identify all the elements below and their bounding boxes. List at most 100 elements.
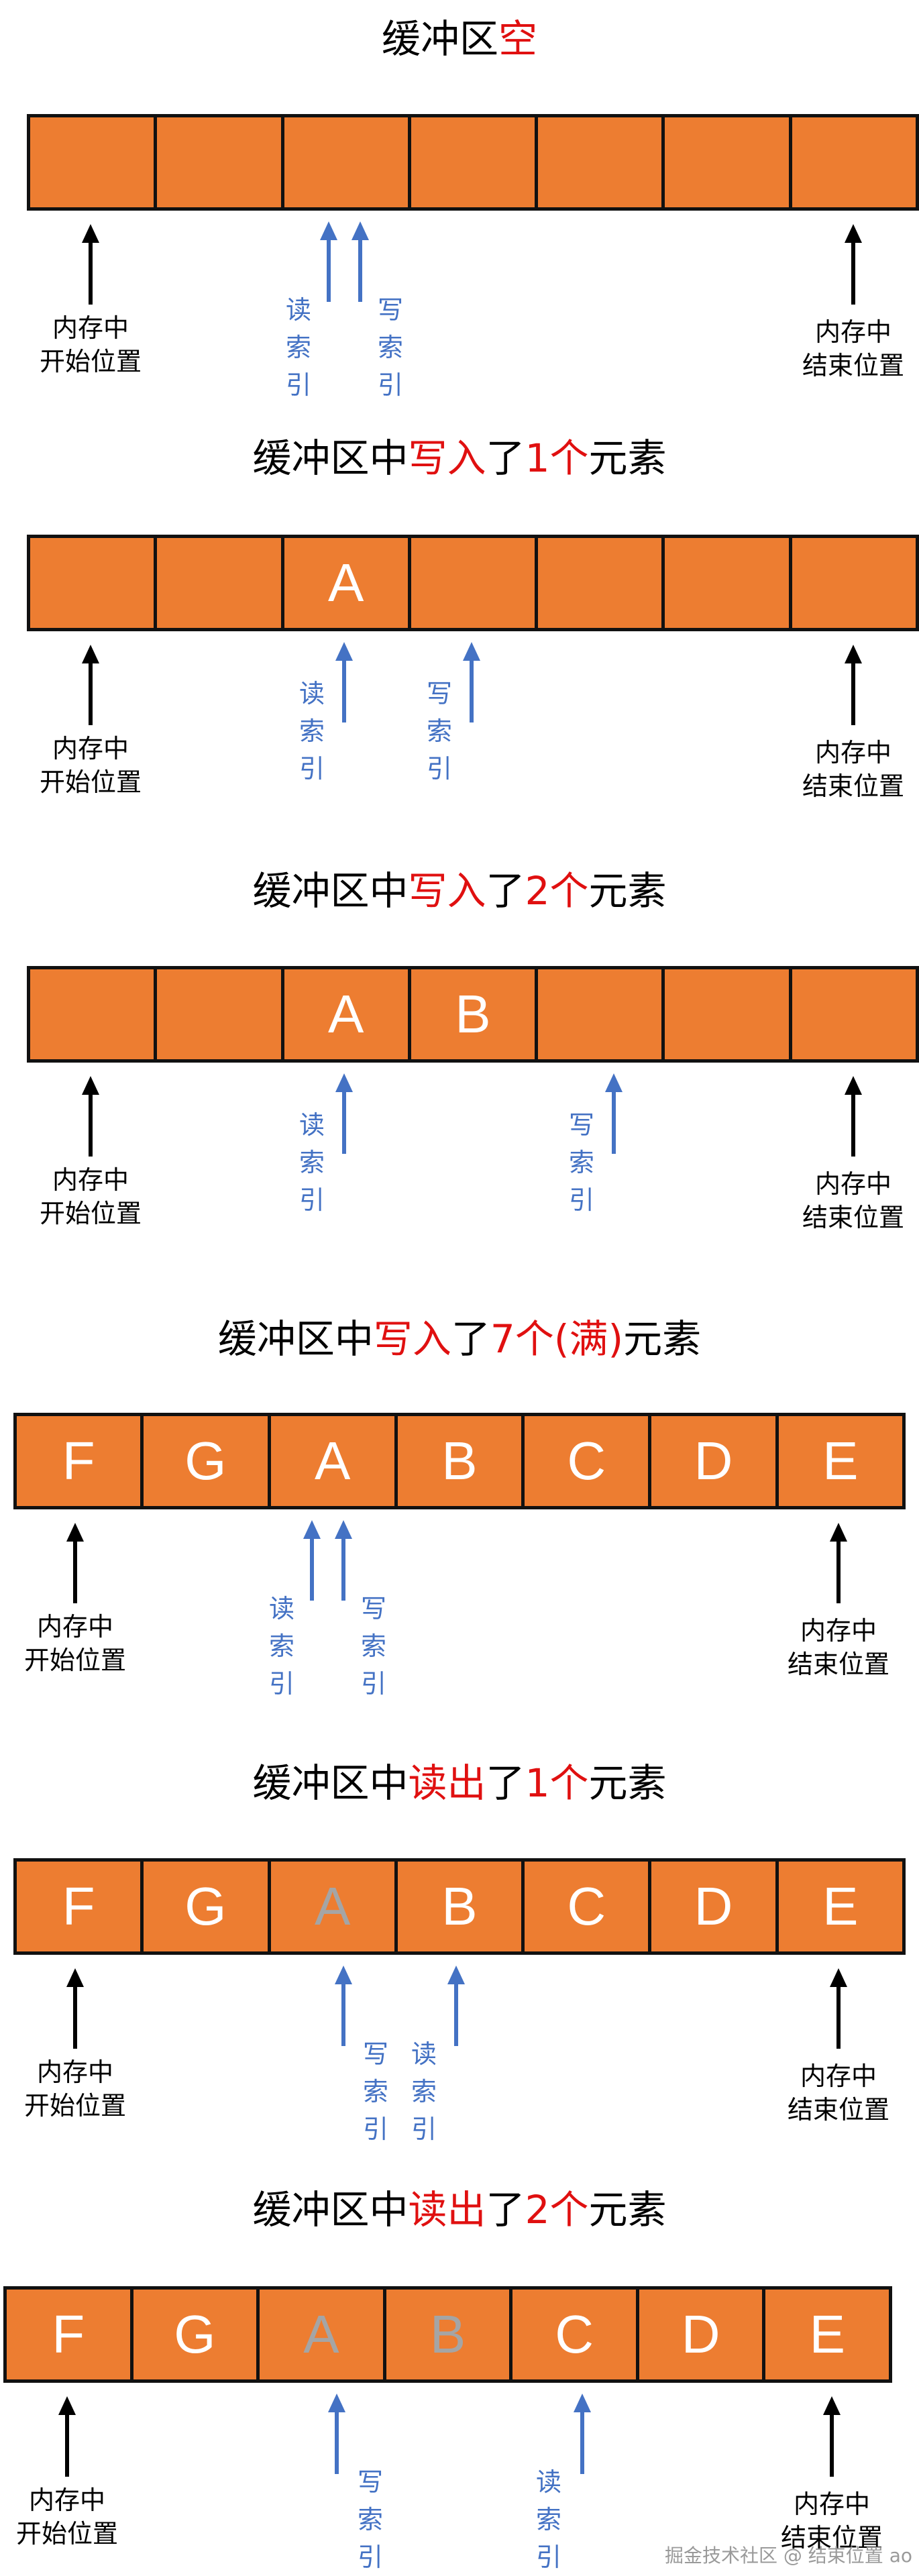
mem-end-label: 内存中结束位置 — [758, 1614, 919, 1681]
title-suffix: 元素 — [588, 868, 667, 914]
mem-end-label-line: 内存中 — [800, 2061, 877, 2091]
write-index-arrow-shaft — [612, 1092, 616, 1154]
write-index-arrow-head — [335, 1966, 352, 1984]
read-index-label: 读索引 — [404, 2035, 444, 2148]
read-index-arrow-head — [574, 2394, 591, 2412]
write-index-label-char: 写 — [362, 2039, 388, 2069]
mem-end-label-line: 结束位置 — [787, 2095, 889, 2125]
mem-end-arrow-shaft — [836, 1987, 841, 2049]
buffer-cell — [792, 969, 916, 1059]
buffer-cell — [157, 538, 284, 628]
buffer-cell — [411, 117, 539, 207]
write-index-arrow-head — [352, 221, 369, 240]
read-index-label-char: 引 — [411, 2114, 437, 2144]
write-index-arrow-head — [605, 1073, 623, 1092]
read-index-label-char: 索 — [535, 2505, 561, 2534]
write-index-arrow-head — [463, 642, 480, 661]
write-index-label-char: 索 — [357, 2505, 383, 2534]
mem-start-label-line: 开始位置 — [23, 2091, 126, 2121]
buffer-cell: A — [284, 969, 411, 1059]
read-index-arrow-head — [320, 221, 337, 240]
mem-end-arrow-shaft — [851, 1095, 855, 1157]
mem-end-label-line: 结束位置 — [787, 1650, 889, 1679]
buffer-cell — [792, 117, 916, 207]
mem-start-arrow-shaft — [65, 2415, 69, 2477]
panel-title: 缓冲区空 — [0, 13, 919, 64]
write-index-label-char: 索 — [362, 2077, 388, 2106]
buffer-cell — [665, 969, 792, 1059]
mem-end-arrow-shaft — [830, 2415, 834, 2477]
write-index-label-char: 写 — [377, 295, 403, 325]
read-index-arrow-shaft — [580, 2412, 584, 2474]
mem-start-label-line: 内存中 — [36, 2057, 113, 2087]
read-index-label-char: 引 — [285, 370, 311, 400]
buffer-cell — [792, 538, 916, 628]
buffer-cell: C — [525, 1862, 652, 1951]
title-highlight: 写入 — [408, 868, 486, 914]
read-index-label: 读索引 — [292, 1106, 332, 1219]
read-index-label-char: 索 — [299, 1148, 325, 1177]
buffer-cell: B — [398, 1416, 525, 1506]
read-index-arrow — [320, 221, 337, 302]
read-index-label: 读索引 — [278, 291, 319, 404]
buffer-cell — [157, 969, 284, 1059]
buffer-cell — [538, 117, 665, 207]
buffer-cell: B — [386, 2290, 513, 2379]
mem-start-arrow-head — [66, 1968, 84, 1987]
buffer-cell: A — [271, 1862, 398, 1951]
buffer-cell: A — [260, 2290, 386, 2379]
buffer-cell: D — [651, 1862, 779, 1951]
mem-start-label: 内存中开始位置 — [0, 1610, 156, 1677]
mem-start-label: 内存中开始位置 — [0, 2483, 148, 2551]
mem-start-arrow — [58, 2396, 76, 2477]
write-index-arrow-shaft — [358, 240, 362, 302]
mem-end-label-line: 结束位置 — [802, 351, 904, 380]
mem-end-arrow-shaft — [851, 243, 855, 305]
title-prefix: 缓冲区中 — [252, 1760, 409, 1806]
mem-start-arrow — [82, 224, 99, 305]
buffer-cell: G — [144, 1862, 271, 1951]
write-index-label-char: 索 — [360, 1631, 386, 1661]
mem-end-arrow — [845, 645, 862, 725]
mem-end-label-line: 内存中 — [793, 2489, 870, 2519]
mem-start-arrow-head — [82, 224, 99, 243]
buffer-cell: E — [822, 1431, 859, 1491]
mem-start-arrow-head — [66, 1523, 84, 1542]
buffer-cell: C — [512, 2290, 639, 2379]
write-index-arrow-head — [335, 1520, 352, 1539]
mem-start-label-line: 内存中 — [52, 1165, 129, 1195]
mem-end-label-line: 结束位置 — [802, 771, 904, 801]
buffer-cell: F — [17, 1862, 144, 1951]
mem-start-label-line: 开始位置 — [15, 2519, 118, 2548]
write-index-arrow — [605, 1073, 623, 1154]
mem-end-label: 内存中结束位置 — [751, 2487, 912, 2555]
mem-end-arrow-head — [823, 2396, 841, 2415]
mem-end-arrow — [845, 1076, 862, 1157]
mem-start-arrow — [66, 1523, 84, 1603]
mem-start-label-line: 开始位置 — [23, 1646, 126, 1675]
read-index-label: 读索引 — [529, 2463, 569, 2576]
read-index-label-char: 索 — [299, 716, 325, 746]
read-index-arrow — [574, 2394, 591, 2474]
mem-end-label-line: 结束位置 — [780, 2523, 883, 2553]
read-index-arrow — [335, 1073, 353, 1154]
buffer-cell: G — [144, 1416, 271, 1506]
mem-end-arrow — [830, 1968, 847, 2049]
panel-title: 缓冲区中写入了2个元素 — [0, 865, 919, 916]
title-prefix: 缓冲区中 — [252, 435, 409, 481]
title-mid: 了 — [451, 1316, 490, 1362]
read-index-label-char: 索 — [411, 2077, 437, 2106]
read-index-label: 读索引 — [262, 1590, 302, 1703]
mem-start-arrow-shaft — [89, 243, 93, 305]
title-mid: 了 — [486, 868, 525, 914]
mem-end-arrow-head — [830, 1523, 847, 1542]
mem-end-arrow — [823, 2396, 841, 2477]
write-index-arrow — [335, 1966, 352, 2046]
read-index-arrow-shaft — [342, 1092, 346, 1154]
buffer-cell — [411, 538, 539, 628]
watermark: 掘金技术社区 @ 结束位置 ao — [665, 2544, 912, 2567]
panel-title: 缓冲区中写入了1个元素 — [0, 433, 919, 484]
mem-end-arrow-head — [845, 645, 862, 663]
